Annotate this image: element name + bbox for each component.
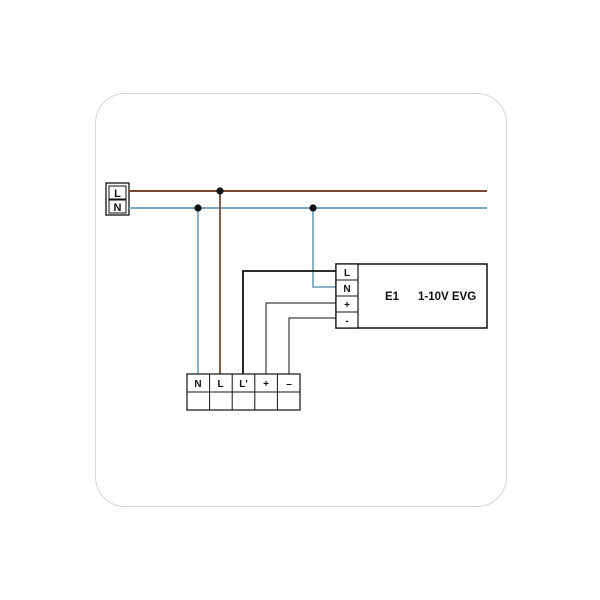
ballast-id: E1 <box>385 291 400 303</box>
supply-terminal-block: L N <box>105 182 130 216</box>
junction-dot-neutral-ballast <box>309 204 317 212</box>
ballast-terminal-n: N <box>343 284 350 295</box>
junction-dot-live <box>216 187 224 195</box>
ballast-terminal-l: L <box>344 268 350 279</box>
switch-terminal-block: N L L' + – <box>186 373 301 411</box>
switch-terminal-n: N <box>194 379 201 390</box>
ballast-type: 1-10V EVG <box>418 291 476 303</box>
control-minus-wire <box>288 317 336 376</box>
neutral-wire-to-ballast <box>312 208 336 288</box>
supply-terminal-l: L <box>114 188 121 200</box>
control-plus-wire <box>265 302 336 376</box>
ballast-terminal-plus: + <box>344 300 350 311</box>
switched-live-wire <box>242 270 336 376</box>
switch-terminal-l-prime: L' <box>239 379 248 390</box>
supply-terminal-n: N <box>114 202 122 214</box>
ballast-box: L N + - E1 1-10V EVG <box>335 263 488 329</box>
switch-terminal-minus: – <box>286 379 292 390</box>
switch-terminal-l: L <box>217 379 223 390</box>
switch-terminal-plus: + <box>263 379 269 390</box>
junction-dot-neutral-switch <box>194 204 202 212</box>
ballast-terminal-minus: - <box>345 316 348 327</box>
